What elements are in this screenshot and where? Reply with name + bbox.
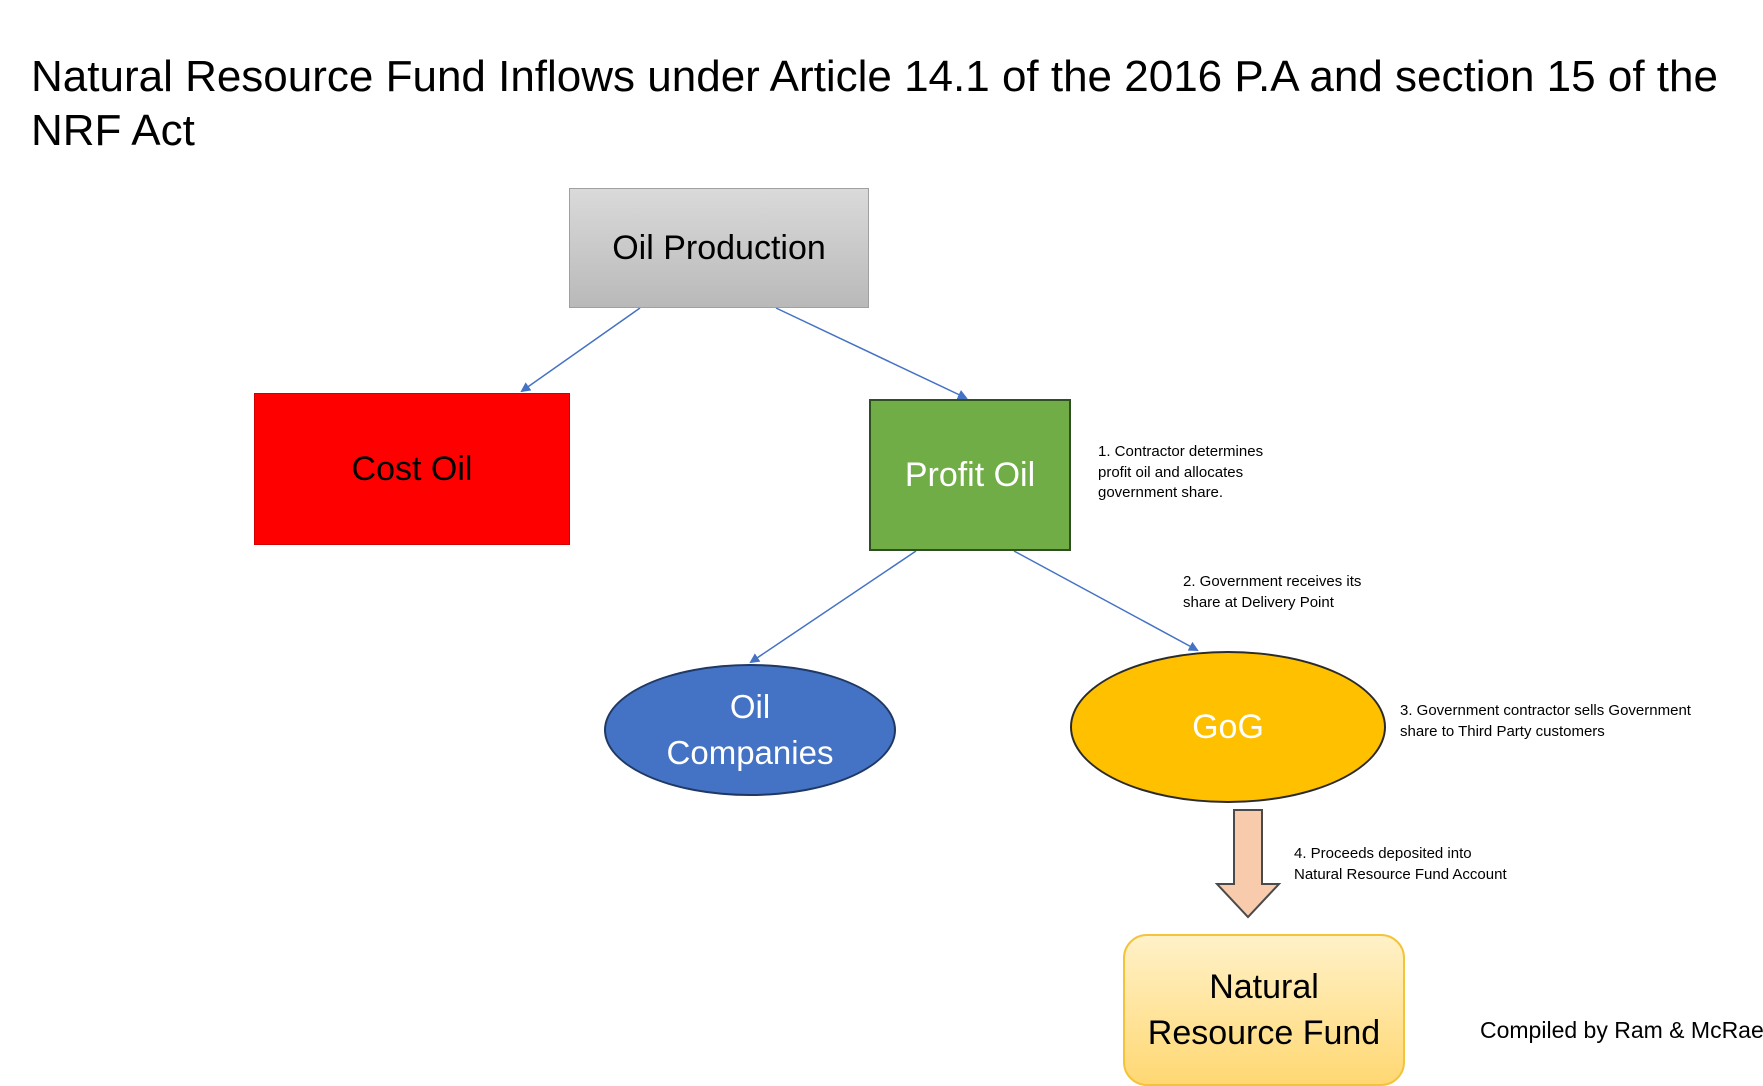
arrow-profit-oil-to-oil-companies bbox=[749, 550, 917, 664]
natural-resource-fund-box: Natural Resource Fund bbox=[1123, 934, 1405, 1086]
step-4-note: 4. Proceeds deposited into Natural Resou… bbox=[1294, 844, 1507, 885]
cost-oil-box: Cost Oil bbox=[254, 393, 570, 545]
step-3-line-1: 3. Government contractor sells Governmen… bbox=[1400, 702, 1691, 719]
step-2-note: 2. Government receives its share at Deli… bbox=[1183, 572, 1361, 613]
oil-companies-label-line-2: Companies bbox=[666, 734, 834, 771]
step-3-note: 3. Government contractor sells Governmen… bbox=[1400, 701, 1691, 742]
oil-companies-ellipse: Oil Companies bbox=[604, 664, 896, 796]
step-4-line-1: 4. Proceeds deposited into bbox=[1294, 845, 1472, 862]
step-1-note: 1. Contractor determines profit oil and … bbox=[1098, 442, 1263, 504]
page-title: Natural Resource Fund Inflows under Arti… bbox=[31, 52, 1718, 155]
profit-oil-label: Profit Oil bbox=[904, 455, 1036, 494]
step-2-line-2: share at Delivery Point bbox=[1183, 593, 1334, 611]
step-1-line-2: profit oil and allocates bbox=[1098, 463, 1244, 481]
oil-production-label: Oil Production bbox=[612, 228, 826, 267]
arrow-production-to-cost-oil bbox=[520, 307, 641, 393]
arrow-profit-oil-to-gog bbox=[1013, 550, 1199, 651]
step-4-line-2: Natural Resource Fund Account bbox=[1294, 865, 1507, 883]
oil-companies-label-line-1: Oil bbox=[729, 688, 771, 725]
natural-resource-fund-label-line-2: Resource Fund bbox=[1147, 1014, 1381, 1052]
natural-resource-fund-label-line-1: Natural bbox=[1209, 968, 1319, 1006]
step-2-line-1: 2. Government receives its bbox=[1183, 573, 1362, 590]
cost-oil-label: Cost Oil bbox=[351, 449, 473, 488]
block-arrow-gog-to-fund bbox=[1214, 809, 1282, 919]
step-1-line-3: government share. bbox=[1098, 484, 1224, 501]
step-3-line-2: share to Third Party customers bbox=[1400, 722, 1605, 740]
oil-production-box: Oil Production bbox=[569, 188, 869, 308]
arrow-production-to-profit-oil bbox=[775, 307, 968, 400]
step-1-line-1: 1. Contractor determines bbox=[1098, 443, 1264, 460]
profit-oil-box: Profit Oil bbox=[869, 399, 1071, 551]
gog-label: GoG bbox=[1192, 707, 1264, 746]
gog-ellipse: GoG bbox=[1070, 651, 1386, 803]
credit-text: Compiled by Ram & McRae bbox=[1480, 1017, 1763, 1043]
